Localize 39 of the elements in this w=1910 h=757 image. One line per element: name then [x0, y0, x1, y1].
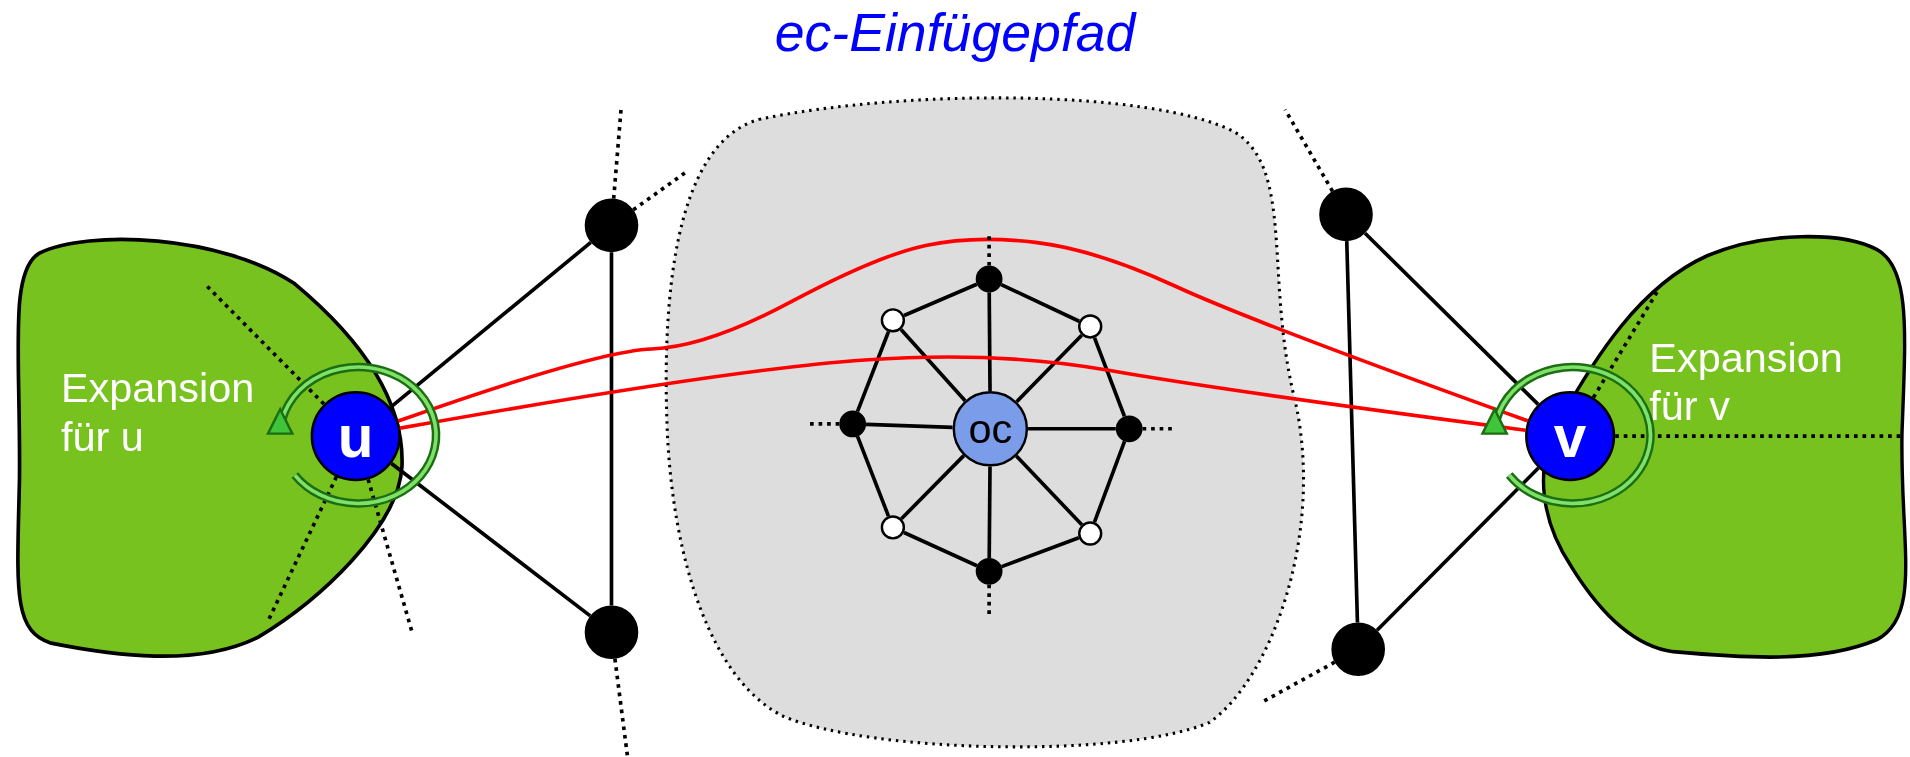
dotted-line — [807, 422, 840, 426]
edge-line — [987, 292, 992, 392]
dotted-line — [987, 235, 991, 266]
dotted-line — [1142, 426, 1174, 431]
edge-line — [1000, 283, 1080, 323]
edge-line — [1001, 536, 1080, 569]
edge-line — [903, 282, 978, 318]
path-line — [397, 237, 1529, 423]
dotted-line — [205, 284, 326, 406]
path-line — [399, 355, 1526, 432]
edge-line — [1092, 440, 1127, 523]
dotted-line — [1615, 434, 1903, 438]
edge-line — [1015, 333, 1083, 404]
edge-line — [855, 331, 891, 413]
edge-line — [1375, 466, 1540, 632]
dotted-line — [611, 107, 624, 199]
edge-line — [1028, 426, 1116, 431]
edge-line — [903, 530, 978, 568]
edge-line — [1344, 241, 1360, 623]
dotted-line — [1283, 108, 1335, 193]
graph-vertex — [1331, 622, 1385, 677]
region-label: Expansion für v — [1649, 332, 1844, 430]
diagram-title: ec-Einfügepfad — [774, 2, 1136, 63]
edge-line — [900, 454, 966, 521]
edge-line — [987, 466, 992, 558]
edge-line — [1363, 231, 1540, 406]
edge-line — [609, 252, 614, 606]
graph-vertex — [1319, 187, 1373, 242]
dotted-line — [987, 584, 991, 616]
edge-line — [899, 328, 967, 402]
edge-line — [390, 462, 592, 618]
region-label: Expansion für u — [60, 363, 256, 461]
edge-line — [855, 435, 891, 517]
edge-line — [1092, 337, 1127, 417]
dotted-line — [366, 478, 414, 632]
dotted-line — [613, 658, 630, 756]
edge-line — [866, 422, 953, 430]
edge-line — [389, 241, 592, 409]
edge-line — [1015, 454, 1084, 526]
